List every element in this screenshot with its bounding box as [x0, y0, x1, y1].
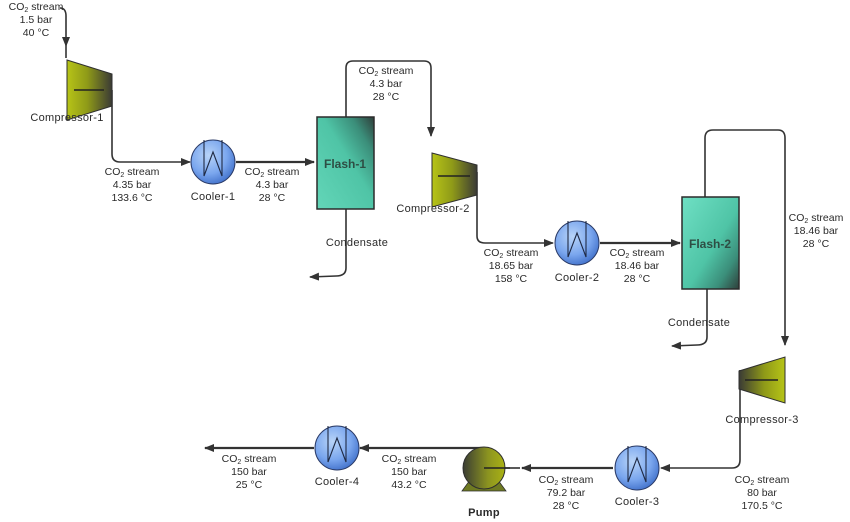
compressor-2-label: Compressor-2: [396, 203, 470, 215]
cooler-3-coil-icon: [627, 446, 647, 483]
compressor-3[interactable]: [738, 356, 786, 404]
stream-name: CO2 stream: [244, 166, 300, 179]
stream-line-s2: [111, 90, 191, 166]
stream-pressure: 80 bar: [747, 487, 777, 499]
cooler-2-body: [554, 220, 600, 266]
condensate-line-1: [309, 209, 347, 281]
stream-pressure: 4.35 bar: [112, 179, 152, 191]
stream-label-s6: CO2 stream 18.46 bar 28 °C: [610, 247, 665, 286]
flash-2[interactable]: [681, 196, 740, 290]
compressor-3-label: Compressor-3: [725, 414, 799, 426]
condensate-label-1: Condensate: [325, 237, 389, 249]
stream-label-s7: CO2 stream 18.46 bar 28 °C: [789, 212, 844, 251]
cooler-3-label: Cooler-3: [614, 496, 660, 508]
flash-1-body: [316, 116, 375, 210]
stream-name: CO2 stream: [8, 1, 64, 14]
stream-name: CO2 stream: [788, 212, 844, 225]
stream-line-s5: [476, 172, 554, 247]
compressor-1[interactable]: [66, 59, 113, 121]
flash-2-label: Flash-2: [688, 237, 732, 251]
stream-temperature: 28 °C: [372, 91, 400, 103]
stream-pressure: 1.5 bar: [19, 14, 53, 26]
compressor-2-body: [431, 152, 478, 208]
stream-temperature: 40 °C: [22, 27, 50, 39]
stream-temperature: 28 °C: [802, 238, 830, 250]
condensate-line-2: [671, 289, 708, 350]
flash-2-body: [681, 196, 740, 290]
stream-label-s4: CO2 stream 4.3 bar 28 °C: [359, 65, 414, 104]
cooler-4-coil-icon: [327, 426, 347, 463]
stream-name: CO2 stream: [483, 247, 539, 260]
pump[interactable]: [461, 446, 520, 492]
stream-label-s3: CO2 stream 4.3 bar 28 °C: [245, 166, 300, 205]
stream-line-s1: [59, 7, 70, 47]
stream-line-s8: [660, 370, 741, 472]
flash-1[interactable]: [316, 116, 375, 210]
stream-name: CO2 stream: [381, 453, 437, 466]
stream-pressure: 79.2 bar: [546, 487, 586, 499]
cooler-4-label: Cooler-4: [314, 476, 360, 488]
compressor-2[interactable]: [431, 152, 478, 208]
pump-label: Pump: [468, 507, 500, 519]
stream-temperature: 133.6 °C: [111, 192, 153, 204]
stream-label-s2: CO2 stream 4.35 bar 133.6 °C: [105, 166, 160, 205]
stream-temperature: 158 °C: [494, 273, 528, 285]
stream-name: CO2 stream: [538, 474, 594, 487]
stream-pressure: 4.3 bar: [255, 179, 289, 191]
cooler-4[interactable]: [314, 425, 360, 471]
stream-name: CO2 stream: [734, 474, 790, 487]
stream-label-s8: CO2 stream 80 bar 170.5 °C: [735, 474, 790, 513]
cooler-1[interactable]: [190, 139, 236, 185]
stream-name: CO2 stream: [104, 166, 160, 179]
stream-label-s1: CO2 stream 1.5 bar 40 °C: [9, 1, 64, 40]
cooler-2-label: Cooler-2: [554, 272, 600, 284]
stream-name: CO2 stream: [221, 453, 277, 466]
cooler-3-body: [614, 445, 660, 491]
stream-temperature: 28 °C: [258, 192, 286, 204]
stream-temperature: 170.5 °C: [741, 500, 783, 512]
stream-pressure: 18.46 bar: [614, 260, 660, 272]
compressor-1-label: Compressor-1: [30, 112, 104, 124]
stream-label-s5: CO2 stream 18.65 bar 158 °C: [484, 247, 539, 286]
stream-line-s4: [345, 60, 435, 137]
stream-label-s9: CO2 stream 79.2 bar 28 °C: [539, 474, 594, 513]
cooler-1-label: Cooler-1: [190, 191, 236, 203]
cooler-3[interactable]: [614, 445, 660, 491]
stream-temperature: 28 °C: [552, 500, 580, 512]
stream-label-s10: CO2 stream 150 bar 43.2 °C: [382, 453, 437, 492]
stream-name: CO2 stream: [609, 247, 665, 260]
cooler-4-body: [314, 425, 360, 471]
stream-pressure: 150 bar: [231, 466, 267, 478]
stream-temperature: 43.2 °C: [391, 479, 427, 491]
stream-name: CO2 stream: [358, 65, 414, 78]
cooler-2[interactable]: [554, 220, 600, 266]
cooler-2-coil-icon: [567, 221, 587, 258]
flash-1-label: Flash-1: [323, 157, 367, 171]
stream-pressure: 150 bar: [391, 466, 427, 478]
stream-label-s11: CO2 stream 150 bar 25 °C: [222, 453, 277, 492]
stream-temperature: 28 °C: [623, 273, 651, 285]
stream-pressure: 18.65 bar: [488, 260, 534, 272]
stream-pressure: 18.46 bar: [793, 225, 839, 237]
stream-line-s7: [704, 129, 789, 346]
condensate-label-2: Condensate: [667, 317, 731, 329]
cooler-1-body: [190, 139, 236, 185]
stream-pressure: 4.3 bar: [369, 78, 403, 90]
cooler-1-coil-icon: [203, 140, 223, 177]
stream-temperature: 25 °C: [235, 479, 263, 491]
